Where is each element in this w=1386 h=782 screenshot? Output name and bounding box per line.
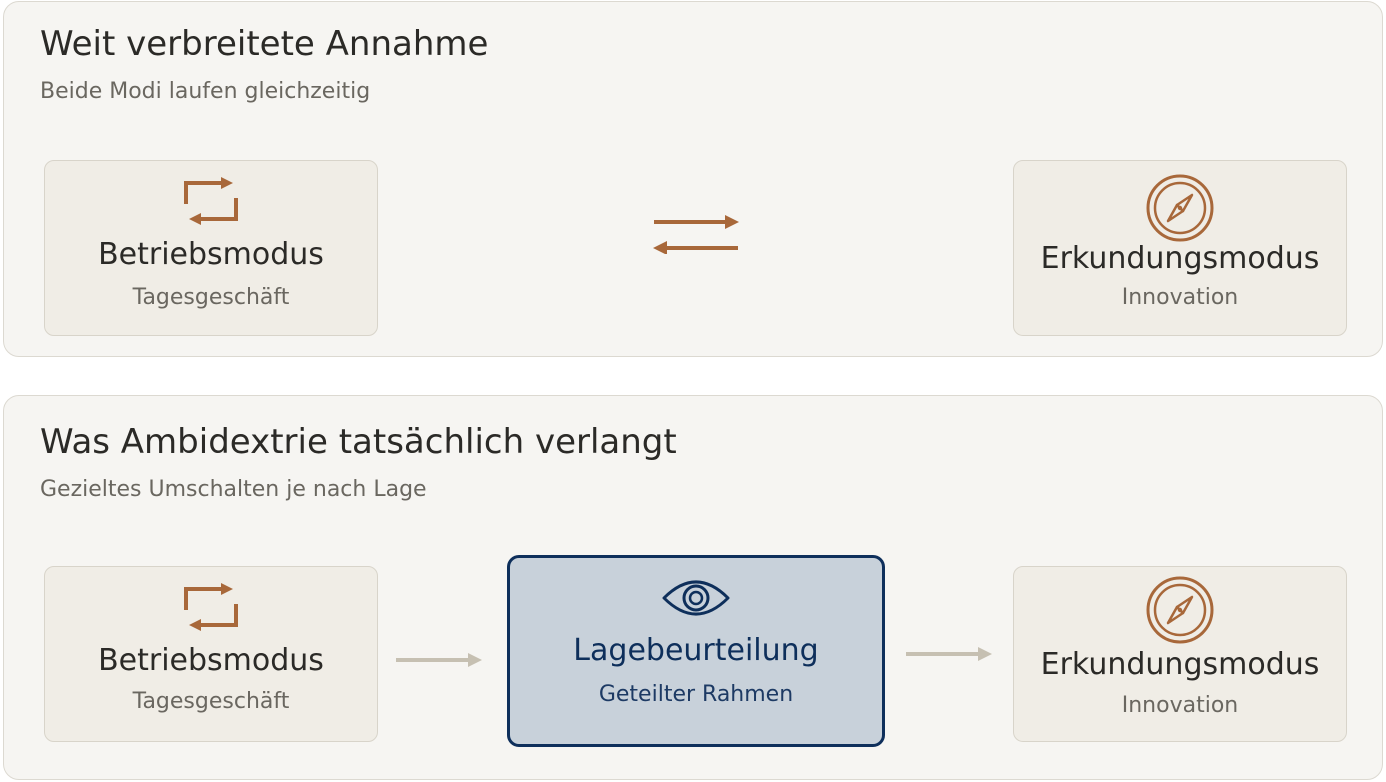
eye-icon	[662, 580, 730, 616]
panel-subtitle: Gezieltes Umschalten je nach Lage	[40, 477, 427, 502]
card-subtitle: Tagesgeschäft	[132, 285, 290, 310]
card-title: Erkundungsmodus	[1040, 647, 1320, 682]
card-exploration-mode: Erkundungsmodus Innovation	[1013, 160, 1347, 336]
card-title: Lagebeurteilung	[573, 633, 819, 668]
compass-icon	[1146, 174, 1214, 242]
arrow-right-icon	[906, 647, 992, 661]
card-operations-mode: Betriebsmodus Tagesgeschäft	[44, 566, 378, 742]
panel-ambidexterity-requirement: Was Ambidextrie tatsächlich verlangt Gez…	[3, 395, 1383, 780]
card-subtitle: Innovation	[1121, 693, 1239, 718]
card-exploration-mode: Erkundungsmodus Innovation	[1013, 566, 1347, 742]
arrow-right-icon	[396, 653, 482, 667]
repeat-icon	[184, 583, 238, 631]
compass-icon	[1146, 576, 1214, 644]
panel-title: Was Ambidextrie tatsächlich verlangt	[40, 422, 677, 462]
card-title: Betriebsmodus	[98, 643, 324, 678]
repeat-icon	[184, 177, 238, 225]
card-operations-mode: Betriebsmodus Tagesgeschäft	[44, 160, 378, 336]
card-subtitle: Tagesgeschäft	[132, 689, 290, 714]
card-subtitle: Geteilter Rahmen	[598, 682, 794, 707]
panel-common-assumption: Weit verbreitete Annahme Beide Modi lauf…	[3, 1, 1383, 357]
card-title: Erkundungsmodus	[1040, 241, 1320, 276]
card-title: Betriebsmodus	[98, 237, 324, 272]
panel-subtitle: Beide Modi laufen gleichzeitig	[40, 79, 371, 104]
card-situation-assessment: Lagebeurteilung Geteilter Rahmen	[507, 555, 885, 747]
bidirectional-arrows-icon	[653, 215, 739, 254]
card-subtitle: Innovation	[1121, 285, 1239, 310]
panel-title: Weit verbreitete Annahme	[40, 24, 489, 64]
